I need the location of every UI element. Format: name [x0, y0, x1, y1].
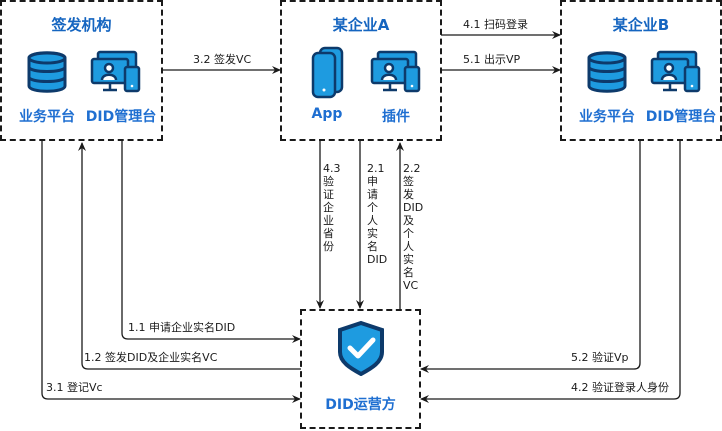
issuer-label-business-platform: 业务平台	[19, 109, 75, 125]
edge-4-2	[420, 140, 681, 403]
mobile-phone-icon	[311, 46, 344, 99]
devices-icon	[370, 50, 421, 93]
issuer-title: 签发机构	[51, 16, 112, 34]
node-enterprise-b[interactable]	[560, 0, 722, 141]
edge-1-1	[121, 140, 301, 343]
devices-icon	[650, 50, 701, 93]
edge-label-5-1: 5.1 出示VP	[463, 53, 521, 66]
edge-label-1-1: 1.1 申请企业实名DID	[128, 321, 236, 334]
enterprise-b-label-did-console: DID管理台	[645, 109, 717, 125]
edge-label-3-1: 3.1 登记Vc	[46, 381, 103, 394]
database-icon	[27, 51, 67, 93]
edge-label-5-2: 5.2 验证Vp	[571, 351, 629, 364]
database-icon	[587, 51, 627, 93]
edge-label-1-2: 1.2 签发DID及企业实名VC	[84, 351, 218, 364]
operator-title: DID运营方	[325, 397, 396, 413]
enterprise-a-label-app: App	[311, 106, 343, 122]
edge-5-2	[420, 140, 641, 373]
edge-label-4-3: 4.3 验 证 企 业 省 份	[323, 162, 341, 253]
issuer-label-did-console: DID管理台	[85, 109, 157, 125]
node-issuer[interactable]	[0, 0, 163, 141]
shield-check-icon	[338, 320, 384, 376]
edge-label-4-2: 4.2 验证登录人身份	[571, 381, 669, 394]
enterprise-b-label-business-platform: 业务平台	[579, 109, 635, 125]
enterprise-a-label-plugin: 插件	[382, 109, 410, 125]
edge-label-2-2: 2.2 签 发 DID 及 个 人 实 名 VC	[403, 162, 427, 292]
devices-icon	[90, 50, 141, 93]
node-did-operator[interactable]	[300, 309, 421, 429]
edge-label-3-2: 3.2 签发VC	[193, 53, 252, 66]
edge-3-1	[41, 140, 301, 403]
node-enterprise-a[interactable]	[280, 0, 442, 141]
edge-1-2	[78, 142, 301, 370]
enterprise-b-title: 某企业B	[612, 16, 670, 34]
edge-label-2-1: 2.1 申 请 个 人 实 名 DID	[367, 162, 391, 266]
edge-label-4-1: 4.1 扫码登录	[463, 18, 528, 31]
enterprise-a-title: 某企业A	[332, 16, 390, 34]
